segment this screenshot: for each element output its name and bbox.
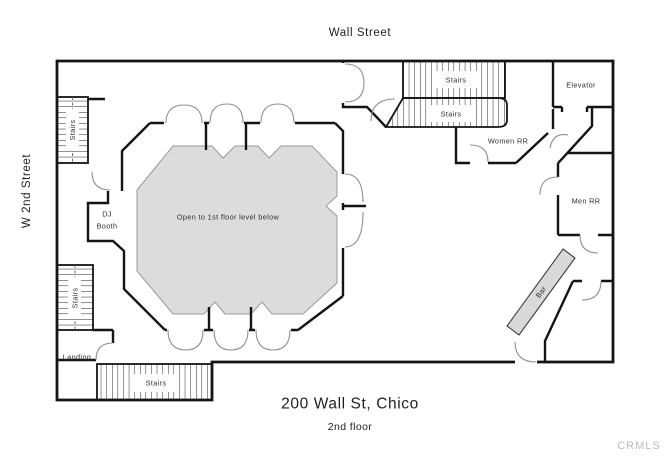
corridor-door-arc [549,133,569,149]
caption-title: 200 Wall St, Chico [281,396,419,413]
stairs-bottom-label: Stairs [146,379,167,388]
stairs-lower-left: Stairs [56,264,115,343]
caption: 200 Wall St, Chico 2nd floor [281,396,419,434]
bar-area: Bar [506,248,576,363]
open-area-shape [136,145,338,315]
dj-booth-label-2: Booth [97,222,118,231]
landing: Landing [57,353,96,362]
women-rr-label: Women RR [488,137,528,146]
street-label-left: W 2nd Street [21,154,33,229]
bar-door-arc [514,341,537,363]
stairs-upper-left: Stairs [56,96,105,164]
women-rr-area: Women RR [454,109,555,165]
stairs-top-run1-label: Stairs [446,76,467,85]
men-rr-label: Men RR [572,197,601,206]
caption-subtitle: 2nd floor [328,421,373,433]
walkway-fins [204,123,366,330]
storage-rooms [573,234,613,301]
bar-counter [506,248,576,336]
stair-base-door-arc [370,98,396,122]
landing-door-arc [95,342,114,361]
open-area-label: Open to 1st floor level below [177,213,280,222]
double-door-arcs [344,63,365,103]
dj-booth-door-arc [91,171,111,191]
stairs-upper-left-label: Stairs [68,120,77,141]
landing-label: Landing [63,353,91,362]
street-label-top: Wall Street [329,27,392,39]
dj-booth-label-1: DJ [102,210,112,219]
elevator-label: Elevator [566,81,596,90]
stairs-top-run2-label: Stairs [441,110,462,119]
dj-booth: DJ Booth [97,210,118,231]
top-corridor [341,61,396,128]
stairs-lower-left-label: Stairs [71,288,80,309]
stairs-top: Stairs Stairs [384,60,508,128]
elevator-room: Elevator [551,61,613,112]
balcony-walls [86,121,366,332]
right-corridor [549,107,613,164]
crmls-watermark: CRMLS [617,440,661,452]
balcony-doors [91,103,364,361]
men-rr-room: Men RR [539,163,613,237]
men-rr-door-arc [539,176,559,196]
women-rr-door-arc [469,144,489,163]
open-to-below-area: Open to 1st floor level below [136,145,338,315]
stairs-bottom: Stairs [96,363,213,401]
